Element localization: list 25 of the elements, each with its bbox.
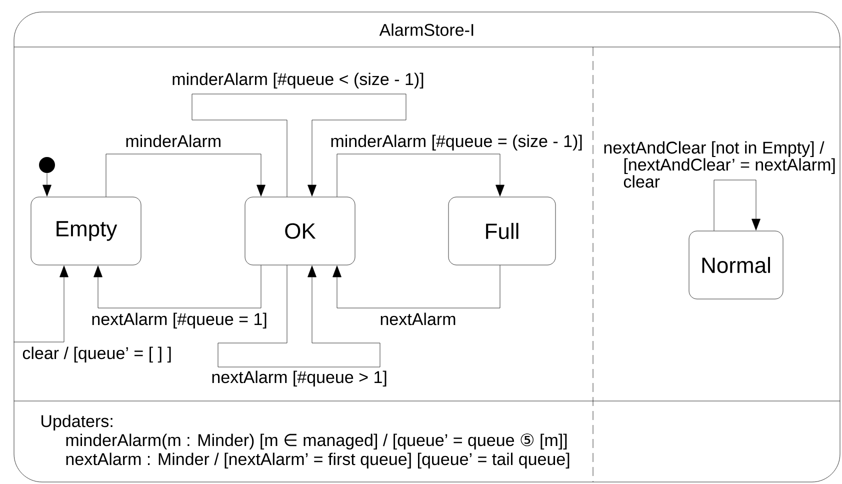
edge-label: minderAlarm [#queue < (size - 1)] [170,72,426,90]
state-box: Full [448,196,556,266]
transition-arrow [336,154,504,197]
state-box: Normal [688,230,784,300]
updater-text: minderAlarm(m : Minder) [m ∈ managed] / [queue’ = queue ⑤ [m]] [66,433,567,450]
transition-arrow [94,265,262,308]
edge-label: minderAlarm [124,134,223,148]
edge-label: nextAlarm [#queue = 1] [90,312,268,330]
state-box: Empty [30,196,142,266]
state-box: OK [244,196,356,266]
transition-arrow [714,180,760,231]
edge-label: nextAndClear [not in Empty] / [nextAndClear’ = nextAlarm] clear [604,141,835,188]
edge-label: minderAlarm [#queue = (size - 1)] [329,134,584,152]
transition-arrow [42,173,52,196]
edge-label: nextAlarm [#queue > 1] [210,370,388,388]
updater-text: Updaters: [42,414,112,431]
edge-label: clear / [queue’ = [ ] ] [21,346,173,364]
transition-arrow [14,266,68,342]
edge-label: nextAlarm [378,312,458,326]
transition-arrow [218,265,380,368]
transition-arrow [192,94,406,197]
transition-arrow [106,154,266,197]
transition-arrow [332,265,500,308]
initial-state-dot [39,157,55,173]
updater-text: nextAlarm : Minder / [nextAlarm’ = first queue] [queue’ = tail queue] [66,452,570,469]
